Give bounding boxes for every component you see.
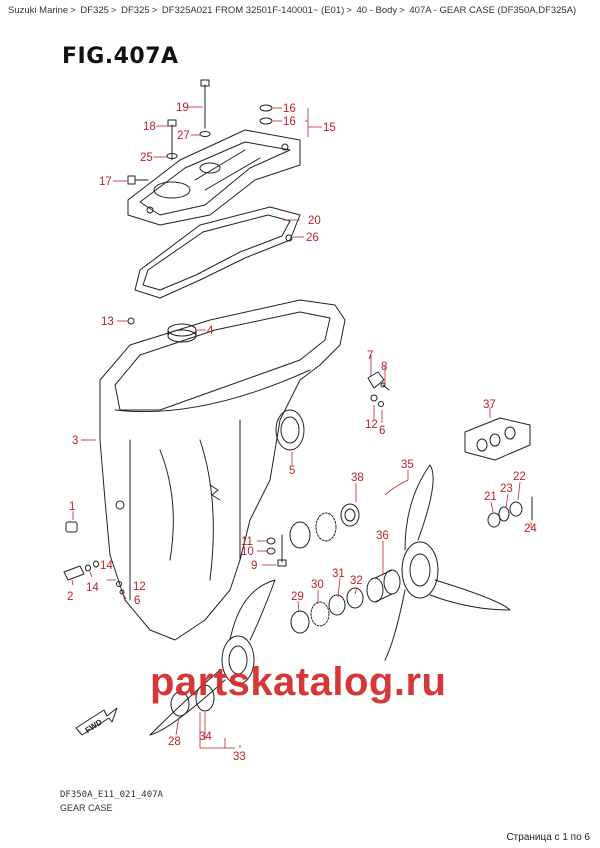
callout-14-b[interactable]: 14 <box>86 582 99 594</box>
callout-6-lower[interactable]: 6 <box>134 595 140 607</box>
callout-30[interactable]: 30 <box>311 579 324 591</box>
bush-31 <box>328 594 346 616</box>
callout-11[interactable]: 11 <box>241 536 253 548</box>
screw-12-6-lower <box>116 581 125 595</box>
thrust-38 <box>289 503 360 549</box>
callout-9[interactable]: 9 <box>251 560 257 572</box>
callout-15[interactable]: 15 <box>323 122 336 134</box>
washer-29 <box>290 610 310 634</box>
callout-24[interactable]: 24 <box>524 523 537 535</box>
watermark-logo: partskatalog.ru <box>150 660 447 704</box>
screw-12-6 <box>370 394 384 407</box>
washer-14 <box>85 560 99 572</box>
gasket-20 <box>134 206 301 299</box>
callout-16-a[interactable]: 16 <box>283 103 296 115</box>
callout-31[interactable]: 31 <box>332 568 345 580</box>
nut-16-a <box>259 104 273 112</box>
breadcrumb-separator: > <box>346 5 352 16</box>
bearing-5 <box>275 409 305 451</box>
pin-26 <box>285 234 293 242</box>
gear-case-body <box>99 299 346 641</box>
bush-34 <box>195 684 215 712</box>
callout-38[interactable]: 38 <box>351 472 364 484</box>
nut-kit-37 <box>464 417 531 461</box>
breadcrumb-item-body[interactable]: 40 - Body <box>356 5 398 16</box>
bolt-18 <box>167 119 177 161</box>
breadcrumb-separator: > <box>70 5 76 16</box>
callout-5[interactable]: 5 <box>289 465 295 477</box>
callout-8[interactable]: 8 <box>381 361 387 373</box>
bolt-19 <box>200 79 210 129</box>
callout-21[interactable]: 21 <box>484 491 497 503</box>
callout-35[interactable]: 35 <box>401 459 414 471</box>
callout-27[interactable]: 27 <box>177 130 190 142</box>
propeller-35 <box>384 464 511 661</box>
callout-4[interactable]: 4 <box>207 325 214 337</box>
spacer-30 <box>310 601 330 627</box>
breadcrumb: Suzuki Marine> DF325> DF325> DF325A021 F… <box>8 5 593 16</box>
breadcrumb-item-suzuki-marine[interactable]: Suzuki Marine <box>8 5 69 16</box>
pagination-indicator: Страница с 1 по 6 <box>506 832 590 843</box>
fwd-arrow-icon <box>75 707 118 736</box>
callout-20[interactable]: 20 <box>308 215 321 227</box>
screw-8 <box>380 382 390 391</box>
nut-23 <box>498 506 510 522</box>
nut-22 <box>509 501 523 517</box>
callout-12[interactable]: 12 <box>365 419 378 431</box>
callout-32[interactable]: 32 <box>350 575 363 587</box>
callout-37[interactable]: 37 <box>483 399 496 411</box>
nut-16-b <box>259 117 273 125</box>
bracket-7 <box>367 371 385 389</box>
callout-7[interactable]: 7 <box>367 350 373 362</box>
breadcrumb-item-df325-a[interactable]: DF325 <box>80 5 109 16</box>
bush-36 <box>366 569 401 603</box>
callout-1[interactable]: 1 <box>69 501 75 513</box>
callout-17[interactable]: 17 <box>99 176 112 188</box>
callout-34[interactable]: 34 <box>199 731 212 743</box>
callout-25[interactable]: 25 <box>140 152 153 164</box>
callout-29[interactable]: 29 <box>291 591 304 603</box>
gear-case-cover-plate <box>127 129 301 226</box>
breadcrumb-item-model-range[interactable]: DF325A021 FROM 32501F-140001~ (E01) <box>161 5 345 16</box>
breadcrumb-item-df325-b[interactable]: DF325 <box>121 5 150 16</box>
callout-36[interactable]: 36 <box>376 530 389 542</box>
callout-16-b[interactable]: 16 <box>283 116 296 128</box>
breadcrumb-separator: > <box>110 5 117 16</box>
breadcrumb-separator: > <box>151 5 158 16</box>
breadcrumb-separator: > <box>399 5 405 16</box>
callout-10[interactable]: 10 <box>241 546 254 558</box>
plug-1 <box>65 521 78 533</box>
washer-32 <box>346 587 364 609</box>
callout-19[interactable]: 19 <box>176 102 189 114</box>
callout-6[interactable]: 6 <box>379 425 385 437</box>
anode-2 <box>63 565 85 581</box>
callout-23[interactable]: 23 <box>500 483 513 495</box>
figure-code: DF350A_E11_021_407A <box>60 790 163 800</box>
washer-27 <box>199 131 211 137</box>
figure-title: FIG.407A <box>62 44 179 69</box>
washer-21 <box>487 512 501 528</box>
washer-28 <box>170 691 190 717</box>
callout-12-lower[interactable]: 12 <box>133 581 146 593</box>
bolt-9 <box>277 534 287 567</box>
callout-26[interactable]: 26 <box>306 232 319 244</box>
callout-2[interactable]: 2 <box>67 591 73 603</box>
callout-33[interactable]: 33 <box>233 751 246 763</box>
washer-25 <box>166 153 178 159</box>
bolt-17 <box>127 175 149 185</box>
callout-28[interactable]: 28 <box>168 736 181 748</box>
callout-14-a[interactable]: 14 <box>100 560 113 572</box>
callout-18[interactable]: 18 <box>143 121 156 133</box>
bearing-4 <box>167 323 197 343</box>
breadcrumb-item-current: 407A - GEAR CASE (DF350A,DF325A) <box>409 5 577 16</box>
callout-22[interactable]: 22 <box>513 471 526 483</box>
callout-3[interactable]: 3 <box>72 435 78 447</box>
callout-13[interactable]: 13 <box>101 316 114 328</box>
figure-caption: GEAR CASE <box>60 803 113 813</box>
